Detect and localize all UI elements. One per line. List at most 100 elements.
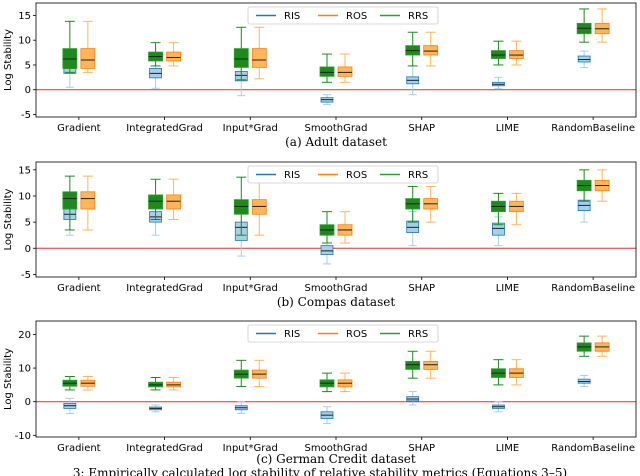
iqr-box [405,360,421,370]
box-ROS-SHAP [423,186,439,223]
legend-label-RRS: RRS [408,170,428,181]
iqr-box [423,360,439,370]
x-tick-label: LIME [496,443,519,454]
box-RRS-Input*Grad [233,26,249,81]
box-ROS-LIME [509,192,524,226]
x-tick-label: IntegratedGrad [126,123,203,134]
box-ROS-LIME [509,40,524,66]
x-tick-label: SmoothGrad [305,443,368,454]
y-tick-label: 5 [25,218,31,229]
box-ROS-IntegratedGrad [166,376,181,391]
box-ROS-RandomBaseline [594,169,610,202]
box-ROS-Input*Grad [251,26,267,80]
box-RIS-SmoothGrad [320,94,334,106]
y-tick-label: 15 [18,165,31,176]
box-ROS-Input*Grad [251,359,267,388]
box-RIS-RandomBaseline [577,374,591,388]
box-ROS-Gradient [80,20,96,73]
legend: RIS ROS RRS [247,324,439,343]
box-RRS-Gradient [62,175,78,231]
box-ROS-RandomBaseline [594,8,610,43]
figure-caption-text: 3: Empirically calculated log stability … [72,466,568,476]
x-tick-label: RandomBaseline [551,283,635,294]
x-tick-label: SHAP [408,283,435,294]
box-ROS-IntegratedGrad [166,178,181,220]
box-RRS-IntegratedGrad [148,376,163,391]
box-RRS-Input*Grad [233,359,249,388]
y-tick-label: -5 [21,110,31,121]
box-RRS-LIME [491,40,506,66]
box-ROS-Input*Grad [251,176,267,236]
x-tick-label: Gradient [57,443,101,454]
x-tick-label: SmoothGrad [305,283,368,294]
panel-caption: (b) Compas dataset [277,295,396,309]
y-axis-label: Log Stability [3,29,14,91]
iqr-box [251,199,267,215]
box-RRS-IntegratedGrad [148,42,163,67]
x-tick-label: Input*Grad [223,123,278,134]
y-axis-label: Log Stability [3,188,14,250]
x-tick-label: SHAP [408,443,435,454]
box-ROS-SmoothGrad [337,211,353,244]
box-ROS-SmoothGrad [337,372,353,393]
legend-frame [247,324,439,343]
iqr-box [251,48,267,68]
box-RRS-IntegratedGrad [148,178,163,220]
legend-label-ROS: ROS [346,329,367,340]
iqr-box [80,191,96,210]
legend-frame [247,6,439,25]
iqr-box [233,48,249,68]
y-tick-label: 5 [25,60,31,71]
legend-label-RIS: RIS [284,329,300,340]
y-tick-label: 15 [18,11,31,22]
box-ROS-SHAP [423,350,439,379]
x-tick-label: SHAP [408,123,435,134]
x-tick-label: Input*Grad [223,283,278,294]
iqr-box [62,191,78,210]
box-RIS-IntegratedGrad [149,404,162,413]
legend-label-RRS: RRS [408,329,428,340]
y-tick-label: 10 [18,364,31,375]
y-tick-label: 0 [25,85,31,96]
iqr-box [80,48,96,69]
x-tick-label: Gradient [57,123,101,134]
x-tick-label: SmoothGrad [305,123,368,134]
box-ROS-RandomBaseline [594,335,610,357]
box-RRS-SmoothGrad [319,53,335,83]
box-RIS-SHAP [406,65,420,96]
box-RIS-RandomBaseline [577,50,591,68]
box-ROS-SmoothGrad [337,53,353,83]
box-RRS-SHAP [405,31,421,67]
box-RIS-LIME [492,401,505,413]
box-RRS-Gradient [62,375,78,391]
y-axis-label: Log Stability [3,348,14,410]
box-ROS-LIME [509,359,524,386]
y-tick-label: 10 [18,36,31,47]
iqr-box [406,220,420,233]
box-RRS-SmoothGrad [319,211,335,244]
x-tick-label: Gradient [57,283,101,294]
box-ROS-Gradient [80,175,96,231]
box-RRS-SmoothGrad [319,372,335,393]
iqr-box [166,194,181,210]
iqr-box [320,245,334,255]
x-tick-label: RandomBaseline [551,123,635,134]
box-RIS-LIME [492,76,505,90]
box-RRS-SHAP [405,350,421,379]
iqr-box [423,45,439,56]
iqr-box [148,194,163,210]
box-RIS-SHAP [406,391,420,406]
box-ROS-SHAP [423,31,439,67]
x-tick-label: IntegratedGrad [126,443,203,454]
panel-caption: (c) German Credit dataset [256,452,416,466]
box-RRS-RandomBaseline [576,8,592,43]
x-tick-label: Input*Grad [223,443,278,454]
box-RIS-SmoothGrad [320,406,334,425]
x-tick-label: LIME [496,123,519,134]
x-tick-label: IntegratedGrad [126,283,203,294]
figure-caption-fragment: 3: Empirically calculated log stability … [0,465,640,476]
